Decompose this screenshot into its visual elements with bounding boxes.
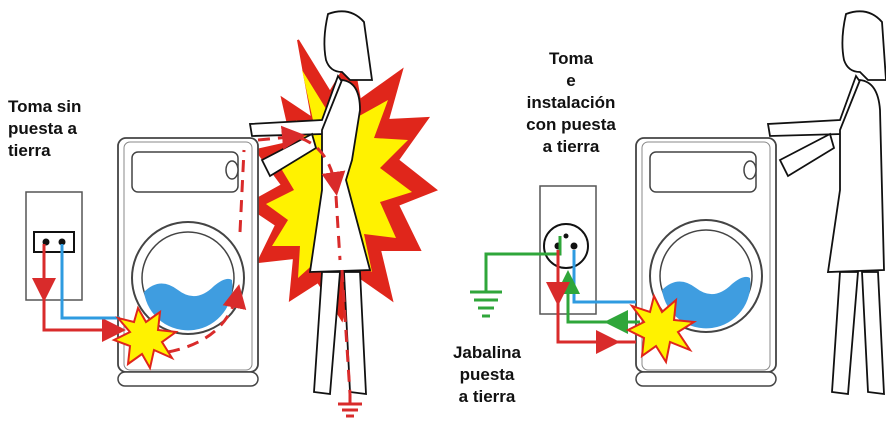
label-unearthed-outlet: Toma sin puesta a tierra xyxy=(8,97,82,160)
outlet-socket-right xyxy=(543,223,589,269)
ground-symbol-icon-left xyxy=(338,394,362,418)
neutral-wire-left xyxy=(60,244,120,320)
right-scene-earthed xyxy=(470,10,886,396)
spark-icon-left xyxy=(111,305,179,371)
woman-figure-right xyxy=(766,10,886,396)
washing-machine-left xyxy=(117,137,259,387)
label-ground-stake: Jabalina puesta a tierra xyxy=(452,343,522,406)
neutral-wire-right xyxy=(572,250,636,304)
outlet-socket-left xyxy=(33,231,75,253)
label-earthed-outlet: Toma e instalación con puesta a tierra xyxy=(526,49,616,156)
spark-icon-right xyxy=(625,293,698,365)
ground-symbol-icon-right xyxy=(470,290,502,318)
earth-wire-stake xyxy=(484,236,562,292)
left-scene-unearthed xyxy=(25,10,438,418)
